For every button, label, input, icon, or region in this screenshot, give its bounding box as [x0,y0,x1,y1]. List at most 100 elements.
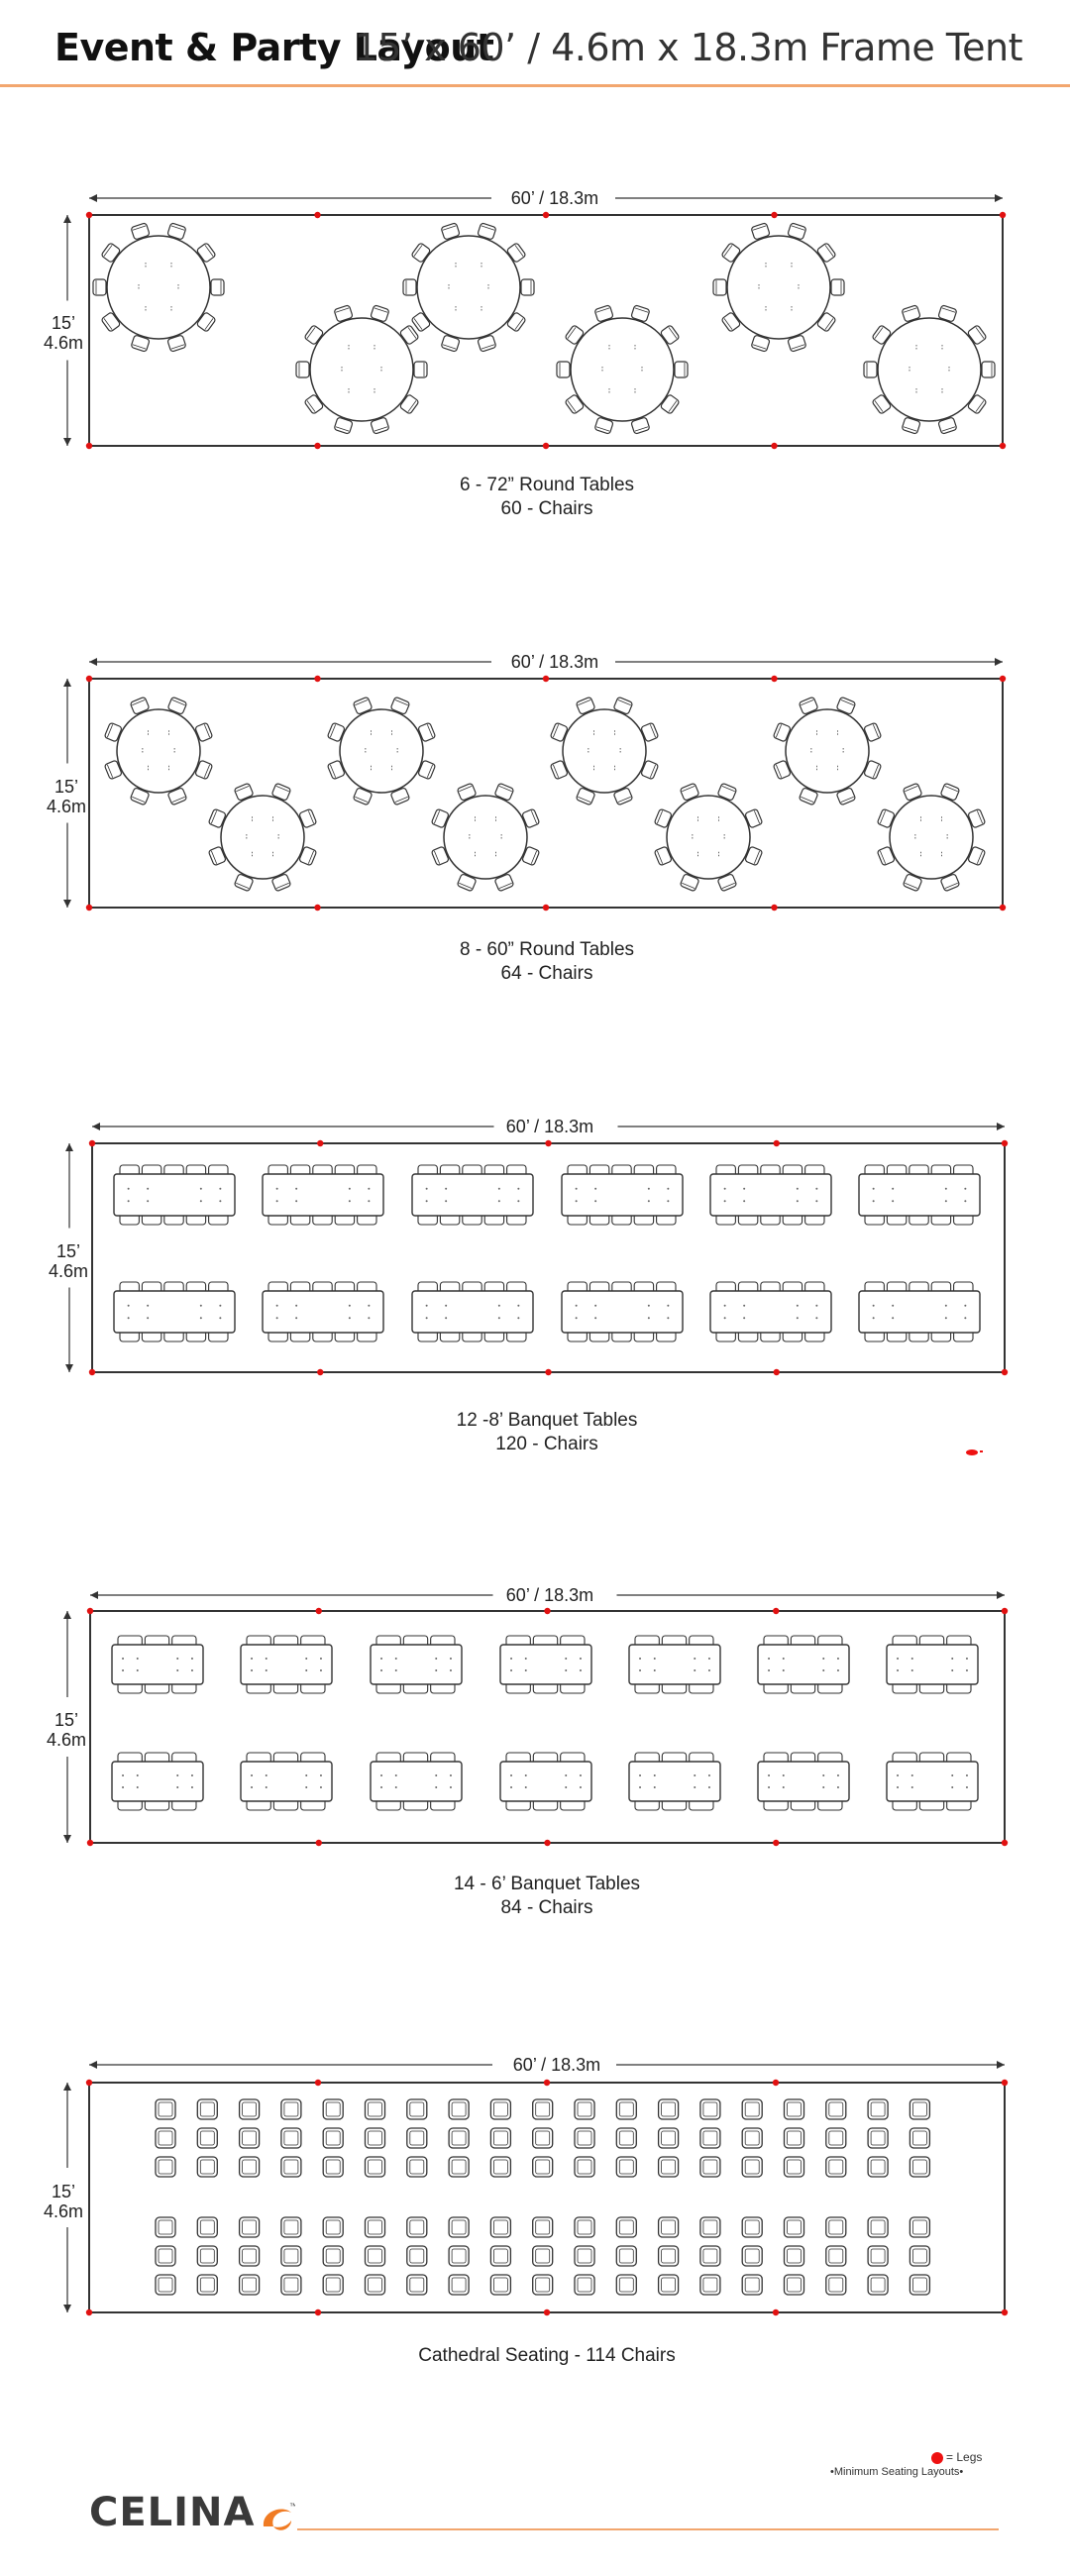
place-setting [782,1786,785,1788]
chair [327,722,346,742]
chair [196,243,216,263]
banquet-table [113,1164,236,1226]
chair [489,2245,512,2267]
place-setting [579,1658,582,1660]
chair [816,312,836,332]
legend-legs-label: = Legs [946,2450,983,2464]
chair [613,697,633,715]
place-setting [723,1187,726,1190]
tent-leg [773,1368,780,1376]
orange-swoosh-icon: ™ [263,2502,295,2530]
place-setting [836,1669,839,1671]
place-setting [951,1658,954,1660]
chair [92,278,107,296]
chair [411,243,431,263]
place-setting [295,1200,298,1203]
table-top [443,795,528,880]
chair [967,325,987,345]
tent-leg [773,1839,780,1847]
chair [494,783,514,802]
chair [615,2156,637,2178]
chair [280,2127,302,2149]
place-setting [510,1786,513,1788]
round-table [550,697,659,805]
place-setting [892,1317,895,1320]
place-setting [647,1200,650,1203]
banquet-table [628,1635,721,1694]
chair [104,760,123,780]
chair [574,2274,595,2296]
chair [787,335,806,353]
tent-legs [85,675,1007,912]
place-setting [965,1774,968,1776]
place-setting [897,1774,900,1776]
chair [234,783,254,802]
place-setting [944,1200,947,1203]
place-setting [122,1774,125,1776]
place-setting [579,1786,582,1788]
place-setting [743,1200,746,1203]
chair [520,278,535,296]
banquet-table [370,1752,463,1811]
place-setting [796,1304,799,1307]
tent-leg [85,211,93,219]
table-top [499,1644,592,1685]
chair [489,2216,512,2238]
table-top [709,1173,832,1217]
chair [783,2098,805,2120]
place-setting [265,1774,268,1776]
place-setting [965,1658,968,1660]
brand-logo: CELINA [89,2490,255,2535]
place-setting [872,1317,875,1320]
chair [576,697,595,715]
table-top [561,1173,684,1217]
place-setting [368,1304,371,1307]
place-setting [707,1658,710,1660]
chair [909,2098,931,2120]
width-label: 60’ / 18.3m [513,2055,600,2075]
tent-leg [999,675,1007,683]
arrow-left-icon [89,194,97,202]
caption-chairs: 64 - Chairs [500,963,593,984]
caption-chairs: 120 - Chairs [495,1434,598,1454]
chair [532,2127,554,2149]
tent-leg [1001,1839,1009,1847]
tent-leg [999,211,1007,219]
tent-leg [317,1139,324,1147]
place-setting [892,1187,895,1190]
place-setting [368,1187,371,1190]
place-setting [694,1669,696,1671]
chair [574,2098,595,2120]
place-setting [579,1774,582,1776]
place-setting [348,1317,351,1320]
chair [613,787,633,805]
place-setting [219,1304,222,1307]
chair [640,760,659,780]
round-table [863,304,996,435]
place-setting [910,1658,913,1660]
place-setting [694,1658,696,1660]
chair [657,2127,680,2149]
place-setting [575,1304,578,1307]
chair [280,2274,302,2296]
tent-leg [771,211,778,219]
tent-legs [85,211,1007,450]
height-label-m: 4.6m [47,797,86,816]
table-top [309,317,414,422]
cathedral-chairs [155,2098,931,2296]
height-dimension: 15’ 4.6m [47,1611,86,1843]
table-top [116,708,201,794]
chair [196,2156,218,2178]
chair [902,304,921,322]
place-setting [435,1658,438,1660]
chair [334,417,354,435]
place-setting [449,1786,452,1788]
width-label: 60’ / 18.3m [511,652,598,672]
chair [399,325,419,345]
chair [532,2274,554,2296]
chair [155,2127,176,2149]
place-setting [723,1317,726,1320]
place-setting [964,1317,967,1320]
place-setting [639,1774,642,1776]
chair [196,312,216,332]
